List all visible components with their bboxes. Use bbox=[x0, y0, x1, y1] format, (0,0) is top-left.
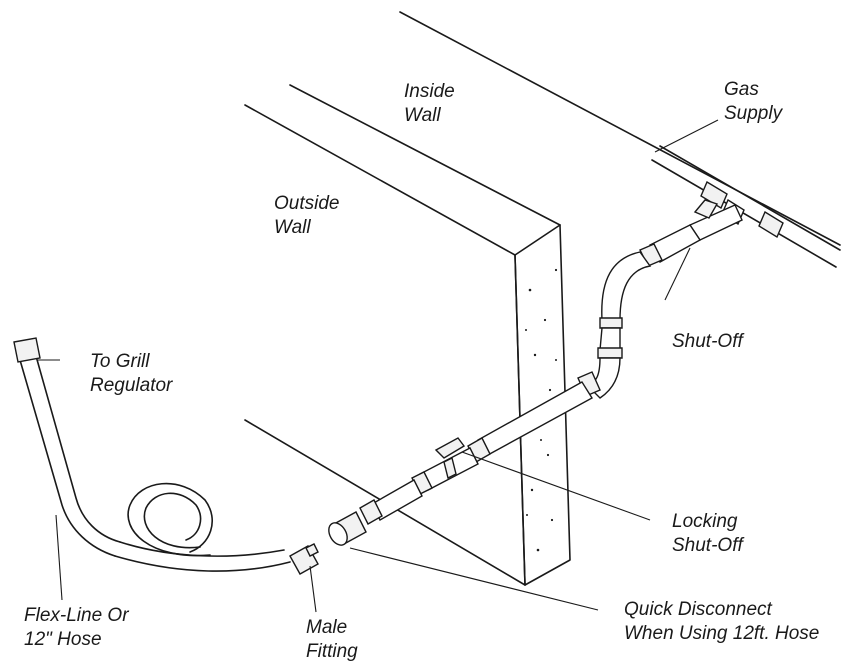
flex-line bbox=[19, 355, 291, 572]
inside-wall-label: Inside Wall bbox=[404, 81, 455, 126]
shut-off-valve bbox=[639, 199, 743, 267]
flex-line-label: Flex-Line Or 12" Hose bbox=[24, 605, 129, 650]
gas-supply-pipe bbox=[651, 145, 841, 268]
gas-supply-label: Gas Supply bbox=[724, 79, 783, 124]
outside-wall-label: Outside Wall bbox=[274, 193, 340, 238]
quick-disconnect-label: Quick Disconnect When Using 12ft. Hose bbox=[624, 599, 820, 644]
grill-regulator-fitting bbox=[13, 337, 41, 363]
shut-off-label: Shut-Off bbox=[672, 331, 743, 352]
leader-lines bbox=[38, 119, 719, 613]
locking-shut-off-label: Locking Shut-Off bbox=[672, 511, 743, 556]
locking-shut-off-valve bbox=[359, 437, 479, 525]
through-wall-pipe bbox=[467, 381, 593, 463]
male-fitting-label: Male Fitting bbox=[306, 617, 358, 662]
quick-disconnect-fitting bbox=[328, 511, 367, 546]
male-fitting bbox=[289, 543, 319, 575]
branch-pipe bbox=[577, 251, 652, 399]
to-grill-regulator-label: To Grill Regulator bbox=[90, 351, 173, 396]
